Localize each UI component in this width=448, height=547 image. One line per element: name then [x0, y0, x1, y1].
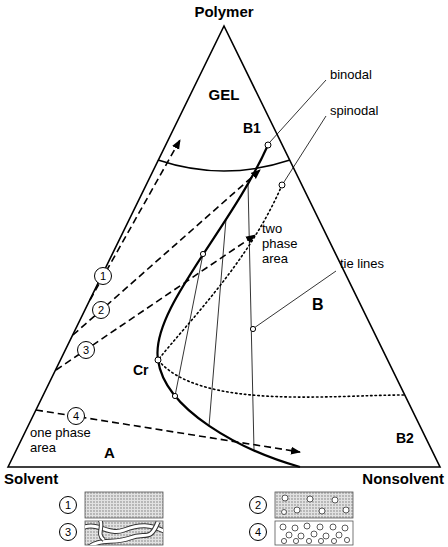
- morphology-panel: [85, 492, 163, 518]
- leader-line: [270, 80, 326, 142]
- leader-line: [284, 116, 326, 182]
- pore: [292, 525, 298, 531]
- callout-circle: 3: [59, 523, 77, 541]
- pore: [317, 524, 323, 530]
- callout-circle: 1: [59, 496, 77, 514]
- pore: [293, 538, 298, 543]
- callout-number: 3: [65, 527, 71, 538]
- pore: [311, 531, 317, 537]
- ternary-triangle: [8, 26, 440, 467]
- pore: [344, 537, 349, 542]
- pore: [280, 524, 286, 530]
- curve-label: binodal: [330, 68, 372, 83]
- leader-line: [254, 271, 336, 328]
- pore: [307, 496, 313, 502]
- critical-point: [155, 357, 161, 363]
- tie-line: [248, 183, 254, 450]
- pore: [331, 538, 336, 543]
- binodal-curve: [157, 145, 300, 467]
- region-letter: A: [104, 444, 115, 461]
- pore-group: [280, 523, 350, 544]
- pore: [323, 533, 329, 539]
- callout-number: 4: [255, 527, 261, 538]
- pore: [298, 533, 304, 539]
- pore: [332, 497, 338, 503]
- tie-line: [209, 219, 226, 426]
- callout-number: 2: [255, 500, 261, 511]
- curve-label: spinodal: [330, 104, 378, 119]
- point-marker: [172, 393, 177, 398]
- vertex-label: Nonsolvent: [362, 470, 444, 487]
- point-marker: [200, 251, 205, 256]
- callout-number: 2: [98, 305, 104, 316]
- callout-number: 3: [83, 345, 89, 356]
- curve-label: tie lines: [340, 257, 384, 272]
- pore: [342, 525, 348, 531]
- point-marker: [265, 142, 271, 148]
- point-marker: [279, 182, 285, 188]
- pore: [282, 495, 288, 501]
- pore: [281, 538, 286, 543]
- spinodal-curve: [158, 185, 405, 397]
- gel-boundary: [158, 160, 290, 171]
- composition-path-arrow: [73, 170, 260, 335]
- point-label: Cr: [133, 362, 149, 378]
- callout-circle: 3: [77, 341, 95, 359]
- vertex-label: Solvent: [4, 470, 58, 487]
- pore: [343, 507, 349, 513]
- vertex-label: Polymer: [194, 3, 253, 20]
- callout-circle: 2: [249, 496, 267, 514]
- point-marker: [250, 326, 255, 331]
- pore: [336, 532, 342, 538]
- pore: [282, 510, 287, 515]
- region-label: GEL: [209, 86, 240, 103]
- pore-group: [282, 495, 350, 515]
- callout-number: 1: [65, 500, 71, 511]
- callout-circle: 4: [67, 407, 85, 425]
- channel-outline: [100, 521, 104, 540]
- callout-number: 4: [73, 411, 79, 422]
- callout-number: 1: [100, 271, 106, 282]
- pore: [304, 523, 310, 529]
- pore: [306, 538, 311, 543]
- region-label: one phase area: [30, 426, 100, 456]
- pore: [286, 532, 292, 538]
- callout-circle: 4: [249, 523, 267, 541]
- composition-path-arrow: [90, 140, 180, 300]
- point-label: B2: [396, 430, 414, 446]
- callout-circle: 1: [94, 267, 112, 285]
- callout-circle: 2: [92, 301, 110, 319]
- region-label: two phase area: [262, 222, 310, 267]
- pore: [294, 507, 300, 513]
- composition-path-arrow: [56, 235, 255, 370]
- pore: [330, 524, 336, 530]
- pore: [319, 508, 325, 514]
- point-label: B1: [243, 120, 261, 136]
- bicontinuous-structure: [85, 521, 163, 545]
- channel: [100, 521, 104, 540]
- morphology-panel: [275, 521, 353, 545]
- region-letter: B: [312, 296, 324, 314]
- pore: [318, 538, 323, 543]
- morphology-panel: [275, 492, 353, 518]
